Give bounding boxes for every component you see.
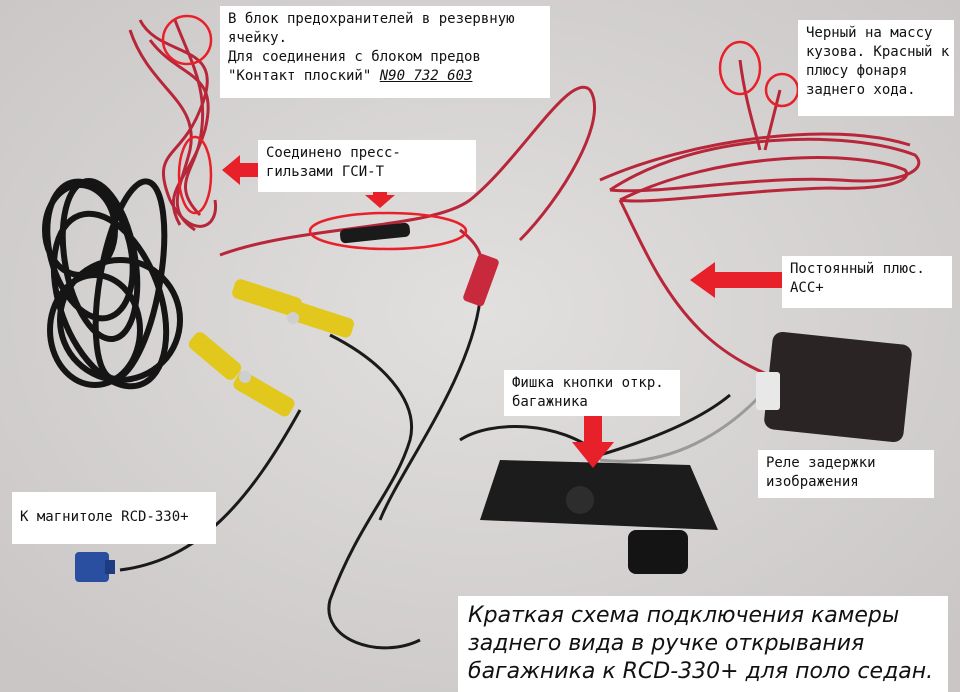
head-unit-line-1: К магнитоле RCD-330+ bbox=[20, 509, 189, 525]
red-wire-coil-right bbox=[599, 59, 921, 203]
caption-box: Краткая схема подключения камеры заднего… bbox=[458, 596, 948, 692]
ground-line-2: кузова. Красный к bbox=[806, 44, 950, 60]
crimp-line-1: Соединено пресс- bbox=[266, 145, 401, 161]
fuse-box-line-1: В блок предохранителей в резервную bbox=[228, 11, 515, 27]
acc-line-1: Постоянный плюс. bbox=[790, 261, 925, 277]
black-wire-routes bbox=[119, 299, 731, 650]
arrow-to-crimp bbox=[222, 155, 262, 185]
rca-connectors bbox=[188, 279, 355, 417]
ground-label: Черный на массу кузова. Красный к плюсу … bbox=[798, 20, 954, 116]
relay-line-2: изображения bbox=[766, 474, 859, 490]
crimp-sleeve bbox=[339, 222, 411, 244]
trunk-handle-camera bbox=[480, 460, 718, 574]
pointer-arrows bbox=[222, 155, 782, 468]
trunk-button-line-2: багажника bbox=[512, 394, 588, 410]
arrow-to-acc bbox=[690, 262, 782, 298]
fuse-box-label: В блок предохранителей в резервную ячейк… bbox=[220, 6, 550, 98]
caption-line-2: заднего вида в ручке открывания bbox=[468, 631, 865, 656]
arrow-down-trunk bbox=[572, 416, 614, 468]
blue-connector bbox=[75, 552, 115, 582]
trunk-button-line-1: Фишка кнопки откр. bbox=[512, 375, 664, 391]
arrow-down-crimp bbox=[365, 188, 395, 208]
fuse-box-line-4: "Контакт плоский" N90 732 603 bbox=[228, 67, 542, 86]
relay-box bbox=[756, 331, 912, 443]
part-number: N90 732 603 bbox=[379, 68, 473, 84]
red-wire-coil-left bbox=[128, 19, 218, 232]
fuse-box-line-2: ячейку. bbox=[228, 30, 288, 46]
acc-line-2: ACC+ bbox=[790, 280, 824, 296]
red-plug bbox=[463, 253, 499, 307]
head-unit-label: К магнитоле RCD-330+ bbox=[12, 492, 216, 544]
black-cable-coil bbox=[42, 177, 183, 390]
fuse-box-line-4-prefix: "Контакт плоский" bbox=[228, 68, 380, 84]
caption-line-3: багажника к RCD-330+ для поло седан. bbox=[468, 659, 934, 684]
acc-label: Постоянный плюс. ACC+ bbox=[782, 256, 952, 308]
fuse-box-line-3: Для соединения с блоком предов bbox=[228, 49, 481, 65]
ground-line-1: Черный на массу bbox=[806, 25, 933, 41]
ground-line-4: заднего хода. bbox=[806, 82, 916, 98]
relay-line-1: Реле задержки bbox=[766, 455, 876, 471]
crimp-label: Соединено пресс- гильзами ГСИ-Т bbox=[258, 140, 476, 192]
relay-label: Реле задержки изображения bbox=[758, 450, 934, 498]
ground-line-3: плюсу фонаря bbox=[806, 63, 908, 79]
trunk-button-label: Фишка кнопки откр. багажника bbox=[504, 370, 680, 416]
crimp-line-2: гильзами ГСИ-Т bbox=[266, 164, 385, 180]
caption-line-1: Краткая схема подключения камеры bbox=[468, 603, 900, 628]
